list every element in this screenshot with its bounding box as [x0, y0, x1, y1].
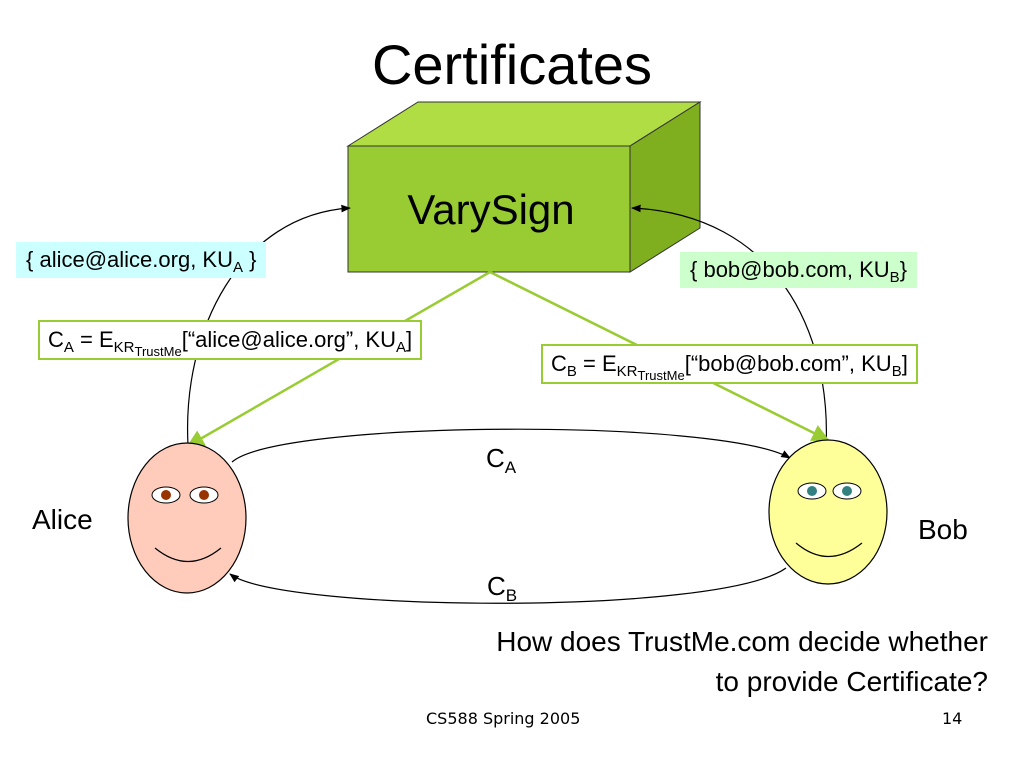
alice-cert-body-sub: A: [396, 339, 407, 356]
alice-cert-end: ]: [406, 327, 413, 352]
footer-course: CS588 Spring 2005: [426, 709, 581, 728]
alice-cert-kr: KR: [113, 339, 135, 356]
alice-cert-body: [“alice@alice.org”, KU: [181, 327, 396, 352]
bob-face: [768, 439, 888, 585]
bob-cert-kr: KR: [616, 363, 638, 380]
alice-certificate-formula: CA = EKRTrustMe[“alice@alice.org”, KUA]: [38, 320, 423, 360]
question-text: How does TrustMe.com decide whether to p…: [496, 622, 988, 702]
bob-cert-c-sub: B: [566, 363, 577, 380]
alice-request-text: { alice@alice.org, KU: [26, 247, 233, 272]
exchange-arrow-to-alice: [229, 567, 787, 604]
exchange-to-bob-sub: A: [504, 458, 517, 477]
slide-title: Certificates: [371, 33, 653, 96]
alice-smile: [154, 547, 222, 562]
exchange-to-bob-c: C: [486, 443, 505, 473]
question-line-1: How does TrustMe.com decide whether: [496, 626, 988, 657]
bob-cert-e-sub: KRTrustMe: [616, 363, 685, 383]
alice-label: Alice: [32, 504, 93, 535]
alice-cert-e-sub: KRTrustMe: [113, 339, 182, 359]
alice-left-pupil: [161, 490, 171, 500]
alice-request-suffix: }: [243, 247, 257, 272]
bob-request-text: { bob@bob.com, KU: [690, 257, 890, 282]
bob-left-pupil: [807, 486, 817, 496]
exchange-to-alice-sub: B: [505, 586, 518, 605]
exchange-label-to-bob: CA: [486, 442, 517, 477]
alice-head: [127, 442, 247, 594]
alice-cert-c-sub: A: [63, 339, 74, 356]
authority-box: [346, 101, 702, 273]
alice-request-arrow: [186, 204, 351, 446]
authority-label: VarySign: [407, 186, 575, 233]
alice-face: [127, 442, 247, 594]
bob-cert-eq: = E: [576, 351, 617, 376]
authority-box-front: [347, 145, 631, 273]
bob-request-tag: { bob@bob.com, KUB}: [680, 252, 918, 288]
bob-cert-end: ]: [901, 351, 908, 376]
exchange-to-alice-c: C: [487, 571, 506, 601]
bob-smile: [795, 542, 863, 557]
alice-request-sub: A: [232, 259, 243, 276]
exchange-arrow-to-bob: [231, 428, 791, 463]
footer-page-number: 14: [942, 709, 963, 728]
bob-request-suffix: }: [899, 257, 908, 282]
alice-cert-trustme: TrustMe: [134, 344, 182, 359]
bob-certificate-formula: CB = EKRTrustMe[“bob@bob.com”, KUB]: [541, 344, 918, 384]
bob-cert-body-sub: B: [891, 363, 902, 380]
alice-cert-c: C: [48, 327, 64, 352]
bob-cert-body: [“bob@bob.com”, KU: [684, 351, 892, 376]
alice-right-pupil: [199, 490, 209, 500]
question-line-2: to provide Certificate?: [715, 666, 988, 697]
bob-cert-trustme: TrustMe: [637, 368, 685, 383]
alice-cert-eq: = E: [73, 327, 114, 352]
bob-cert-c: C: [551, 351, 567, 376]
bob-right-pupil: [842, 486, 852, 496]
alice-request-tag: { alice@alice.org, KUA }: [16, 242, 267, 278]
bob-head: [768, 439, 888, 585]
bob-request-sub: B: [889, 269, 900, 286]
bob-label: Bob: [918, 514, 968, 545]
exchange-label-to-alice: CB: [487, 570, 518, 605]
